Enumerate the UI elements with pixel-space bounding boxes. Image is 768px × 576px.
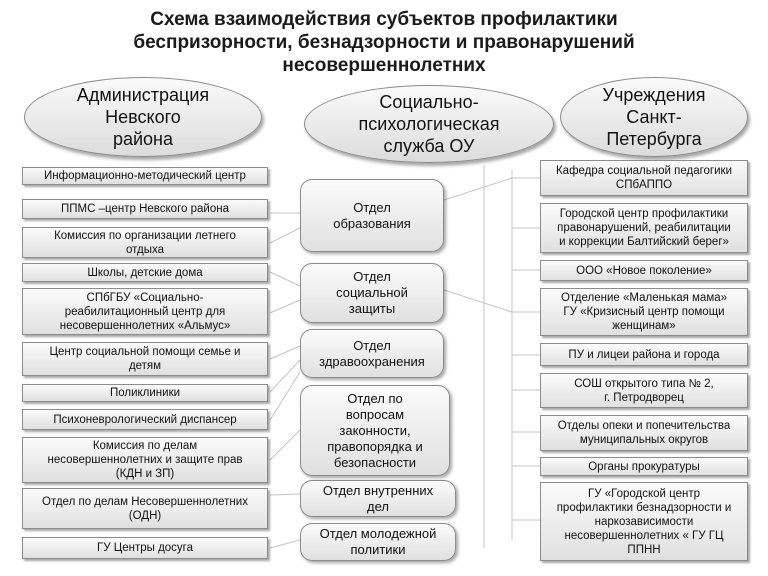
- right-box-9-line-4: несовершеннолетних « ГУ ГЦ: [564, 529, 724, 542]
- right-box-8-line-1: Органы прокуратуры: [588, 460, 700, 473]
- left-box-leisure-centers: ГУ Центры досуга: [22, 537, 268, 559]
- left-box-schools: Школы, детские дома: [22, 263, 268, 282]
- left-box-odn: Отдел по делам Несовершеннолетних (ОДН): [22, 488, 268, 529]
- ellipse-spb-institutions: Учреждения Санкт- Петербурга: [560, 77, 748, 157]
- left-box-7-line-1: Поликлиники: [109, 387, 181, 399]
- right-box-6-line-2: г. Петродворец: [604, 391, 684, 404]
- left-box-almus: СПбГБУ «Социально- реабилитационный цент…: [22, 288, 268, 335]
- center-box-3-line-1: Отдел: [353, 337, 391, 353]
- center-box-2-line-2: социальной: [336, 285, 408, 300]
- center-box-2-line-1: Отдел: [353, 269, 391, 284]
- right-box-little-mama: Отделение «Маленькая мама» ГУ «Кризисный…: [540, 288, 748, 336]
- left-box-polyclinics: Поликлиники: [22, 384, 268, 402]
- ellipse-left-line-3: района: [112, 129, 174, 149]
- right-box-4-line-3: женщинам»: [612, 320, 676, 332]
- ellipse-right-line-3: Петербурга: [606, 129, 702, 149]
- right-box-9-line-5: ППНН: [627, 543, 661, 556]
- right-box-3-line-1: ООО «Новое поколение»: [576, 264, 712, 277]
- ellipse-administration: Администрация Невского района: [24, 77, 262, 157]
- right-box-7-line-1: Отделы опеки и попечительства: [557, 420, 731, 432]
- center-box-1-line-1: Отдел: [353, 199, 391, 215]
- left-box-9-line-1: Комиссия по делам: [92, 440, 198, 452]
- left-box-family-center: Центр социальной помощи семье и детям: [22, 342, 268, 376]
- right-box-2-line-3: и коррекции Балтийский берег»: [559, 236, 729, 248]
- ellipse-left-line-1: Администрация: [76, 85, 210, 105]
- left-box-9-line-2: несовершеннолетних и защите прав: [47, 454, 243, 466]
- left-box-8-line-1: Психоневрологический диспансер: [53, 413, 237, 426]
- left-box-6-line-2: детям: [128, 360, 162, 372]
- center-box-youth-policy: Отдел молодежной политики: [300, 523, 456, 561]
- left-box-10-line-1: Отдел по делам Несовершеннолетних: [42, 495, 248, 508]
- right-box-vocational-schools: ПУ и лицеи района и города: [540, 343, 748, 366]
- right-box-4-line-2: ГУ «Кризисный центр помощи: [563, 306, 725, 318]
- title-line-3: несовершеннолетних: [282, 55, 486, 76]
- left-box-ppms: ППМС –центр Невского района: [22, 199, 268, 219]
- center-box-5-line-2: дел: [367, 498, 389, 514]
- ellipse-left-line-2: Невского: [105, 107, 181, 127]
- center-box-6-line-1: Отдел молодежной: [319, 526, 437, 541]
- center-box-3-line-2: здравоохранения: [319, 353, 425, 369]
- center-box-4-line-2: вопросам: [345, 406, 405, 422]
- left-box-4-line-1: Школы, детские дома: [87, 266, 203, 279]
- left-box-5-line-2: реабилитационный центр для: [64, 305, 226, 318]
- center-box-healthcare: Отдел здравоохранения: [300, 329, 444, 378]
- ellipse-center-line-1: Социально-: [379, 92, 479, 112]
- left-box-5-line-1: СПбГБУ «Социально-: [86, 291, 204, 304]
- ellipse-right-line-1: Учреждения: [602, 85, 706, 105]
- title-line-2: беспризорности, безнадзорности и правона…: [133, 32, 635, 53]
- right-box-2-line-2: правонарушений, реабилитации: [557, 222, 731, 234]
- left-box-9-line-3: (КДН и ЗП): [115, 468, 175, 480]
- right-box-9-line-2: профилактики безнадзорности и: [556, 501, 732, 514]
- left-box-info-center: Информационно-методический центр: [22, 167, 268, 185]
- center-box-law-order: Отдел по вопросам законности, правопоряд…: [300, 385, 450, 476]
- left-box-3-line-1: Комиссия по организации летнего: [54, 229, 236, 242]
- right-box-gu-gcppnn: ГУ «Городской центр профилактики безнадз…: [540, 482, 748, 561]
- center-box-4-line-5: безопасности: [333, 454, 417, 470]
- center-box-6-line-2: политики: [350, 542, 406, 557]
- right-box-9-line-1: ГУ «Городской центр: [587, 487, 701, 500]
- ellipse-psych-service: Социально- психологическая служба ОУ: [304, 85, 554, 163]
- left-box-10-line-2: (ОДН): [128, 509, 162, 522]
- right-box-7-line-2: муниципальных округов: [579, 434, 709, 446]
- left-box-kdn: Комиссия по делам несовершеннолетних и з…: [22, 437, 268, 483]
- ellipse-center-line-3: служба ОУ: [383, 136, 475, 156]
- left-box-summer-commission: Комиссия по организации летнего отдыха: [22, 227, 268, 258]
- right-box-new-generation: ООО «Новое поколение»: [540, 260, 748, 281]
- right-box-9-line-3: наркозависимости: [594, 515, 694, 528]
- left-box-1-line-1: Информационно-методический центр: [44, 170, 246, 182]
- center-box-2-line-3: защиты: [348, 301, 396, 316]
- center-box-4-line-4: правопорядка и: [327, 438, 423, 454]
- title-line-1: Схема взаимодействия субъектов профилакт…: [150, 9, 618, 30]
- center-box-4-line-1: Отдел по: [347, 390, 403, 406]
- right-box-5-line-1: ПУ и лицеи района и города: [568, 348, 720, 361]
- right-box-2-line-1: Городской центр профилактики: [559, 208, 729, 220]
- ellipse-right-line-2: Санкт-: [626, 107, 682, 127]
- right-box-1-line-1: Кафедра социальной педагогики: [555, 165, 733, 177]
- right-box-1-line-2: СПбАППО: [615, 179, 673, 191]
- ellipse-center-line-2: психологическая: [358, 114, 500, 134]
- left-box-2-line-1: ППМС –центр Невского района: [61, 203, 229, 215]
- right-box-6-line-1: СОШ открытого типа № 2,: [574, 377, 714, 390]
- center-box-social-protection: Отдел социальной защиты: [300, 263, 444, 323]
- left-box-psych-dispensary: Психоневрологический диспансер: [22, 409, 268, 430]
- left-box-11-line-1: ГУ Центры досуга: [96, 542, 194, 554]
- center-box-4-line-3: законности,: [339, 422, 411, 438]
- right-box-baltic-shore: Городской центр профилактики правонаруше…: [540, 203, 748, 253]
- center-box-internal-affairs: Отдел внутренних дел: [300, 480, 456, 517]
- right-box-4-line-1: Отделение «Маленькая мама»: [560, 292, 728, 304]
- left-box-6-line-1: Центр социальной помощи семье и: [49, 346, 241, 358]
- page-title: Схема взаимодействия субъектов профилакт…: [60, 8, 708, 77]
- right-box-guardianship: Отделы опеки и попечительства муниципаль…: [540, 415, 748, 451]
- center-box-1-line-2: образования: [333, 215, 411, 231]
- center-box-5-line-1: Отдел внутренних: [322, 482, 434, 498]
- left-box-3-line-2: отдыха: [125, 243, 165, 256]
- right-box-prosecutors: Органы прокуратуры: [540, 457, 748, 476]
- right-box-open-school: СОШ открытого типа № 2, г. Петродворец: [540, 373, 748, 408]
- left-box-5-line-3: несовершеннолетних «Альмус»: [59, 319, 231, 332]
- right-box-social-pedagogy: Кафедра социальной педагогики СПбАППО: [540, 160, 748, 196]
- center-box-education: Отдел образования: [300, 179, 444, 252]
